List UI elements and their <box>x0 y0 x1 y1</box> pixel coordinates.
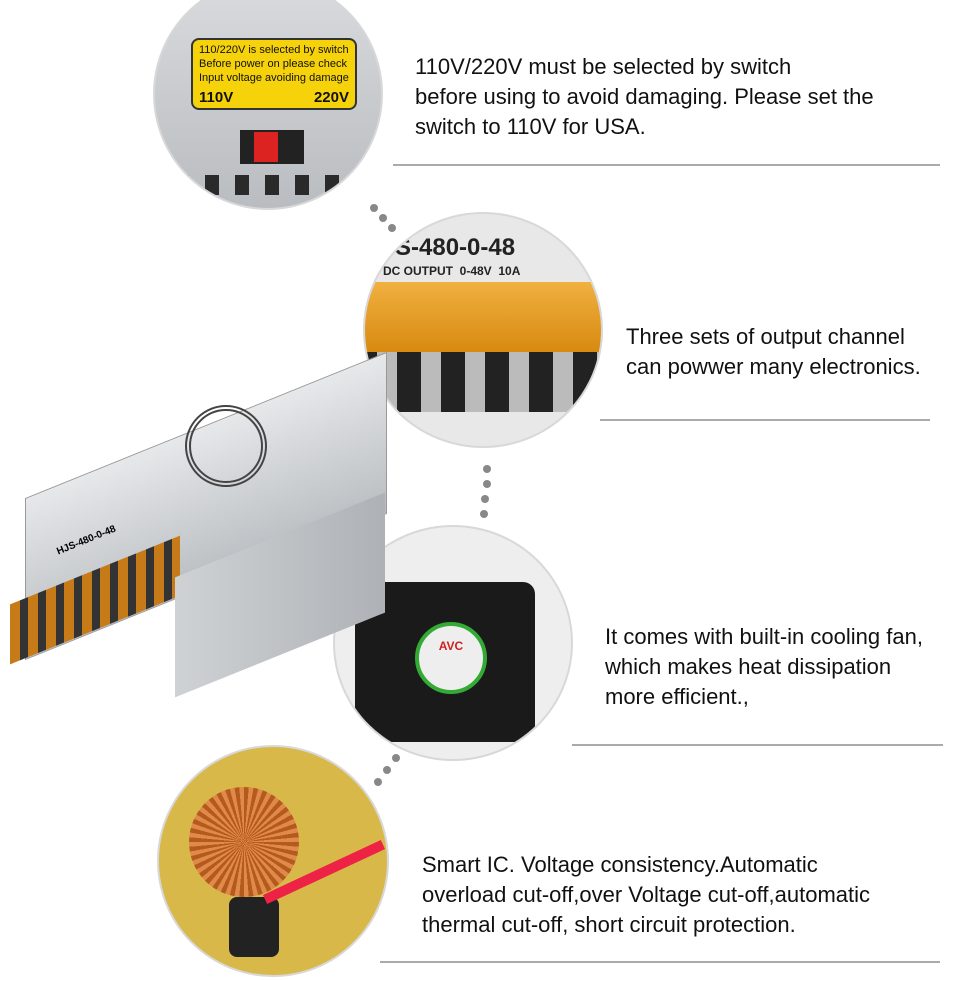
connector-dot <box>480 510 488 518</box>
terminal-screws <box>365 352 601 412</box>
switch-closeup-image: 110/220V is selected by switch Before po… <box>153 0 383 210</box>
terminal-cover <box>365 282 601 352</box>
spec-text: DC OUTPUT 0-48V 10A <box>383 264 521 278</box>
fan-closeup-image: AVC <box>333 525 573 761</box>
divider <box>600 419 930 421</box>
connector-dot <box>483 480 491 488</box>
divider <box>380 961 940 963</box>
circuit-closeup-image <box>157 745 389 977</box>
connector-dot <box>383 766 391 774</box>
label-line: 110/220V is selected by switch <box>199 44 349 56</box>
toroid-coil <box>189 787 299 897</box>
feature-text-fan: It comes with built-in cooling fan,which… <box>605 624 923 709</box>
capacitor <box>229 897 279 957</box>
label-line: Before power on please check <box>199 58 347 70</box>
terminal-closeup-image: S-480-0-48 DC OUTPUT 0-48V 10A <box>363 212 603 448</box>
connector-dot <box>388 224 396 232</box>
connector-dot <box>392 754 400 762</box>
connector-dot <box>481 495 489 503</box>
connector-dot <box>379 214 387 222</box>
connector-dot <box>370 204 378 212</box>
voltage-switch <box>240 130 304 164</box>
vent-slots <box>175 175 365 195</box>
divider <box>572 744 943 746</box>
fan-grille <box>185 405 267 487</box>
connector-dot <box>374 778 382 786</box>
divider <box>393 164 940 166</box>
connector-dot <box>483 465 491 473</box>
fan-hub-label: AVC <box>415 622 487 694</box>
label-110v: 110V <box>199 89 234 106</box>
label-220v: 220V <box>313 89 349 106</box>
power-supply-product-image: HJS-480-0-48 <box>5 351 395 698</box>
label-line: Input voltage avoiding damage <box>199 72 349 84</box>
switch-warning-label: 110/220V is selected by switch Before po… <box>191 38 357 110</box>
model-text: S-480-0-48 <box>395 234 516 261</box>
